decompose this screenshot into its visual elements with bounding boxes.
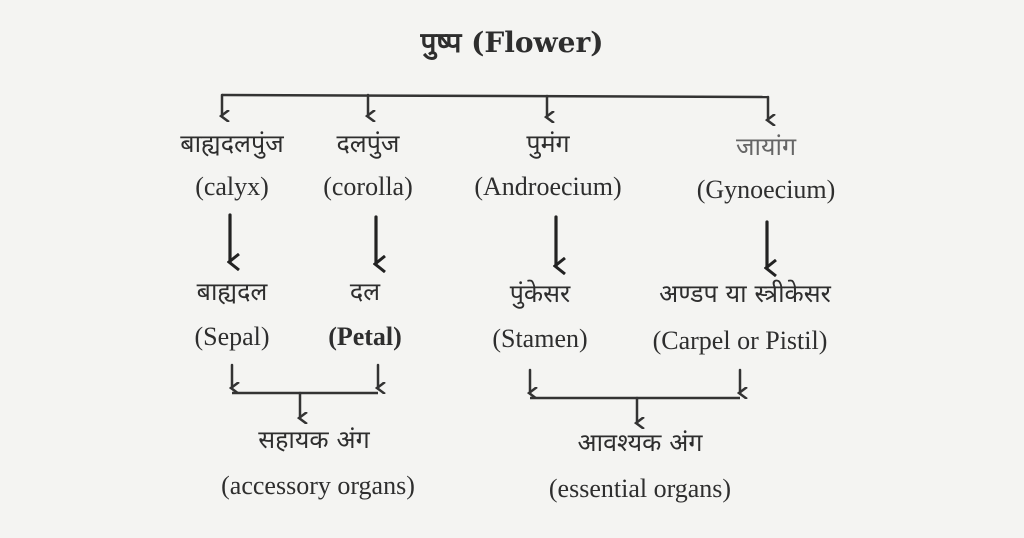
accessory-english: (accessory organs) [221,471,415,500]
corolla-english: (corolla) [323,172,413,201]
androecium-english: (Androecium) [474,172,621,201]
sepal-hindi: बाह्यदल [197,277,269,306]
petal-hindi: दल [350,277,381,306]
carpel-english: (Carpel or Pistil) [653,326,828,355]
petal-english: (Petal) [328,322,402,351]
accessory-hindi: सहायक अंग [258,425,370,454]
gynoecium-english: (Gynoecium) [697,175,836,204]
stamen-english: (Stamen) [492,324,587,353]
essential-hindi: आवश्यक अंग [578,428,704,457]
diagram-title: पुष्प (Flower) [420,26,604,60]
androecium-hindi: पुमंग [526,129,570,159]
sepal-english: (Sepal) [194,322,269,351]
essential-english: (essential organs) [549,474,731,503]
stamen-hindi: पुंकेसर [510,279,571,309]
corolla-hindi: दलपुंज [337,129,400,159]
gynoecium-hindi: जायांग [736,132,797,161]
carpel-hindi: अण्डप या स्त्रीकेसर [659,279,832,308]
calyx-english: (calyx) [195,172,269,201]
calyx-hindi: बाह्यदलपुंज [180,129,284,159]
top-branch-line [221,93,769,99]
